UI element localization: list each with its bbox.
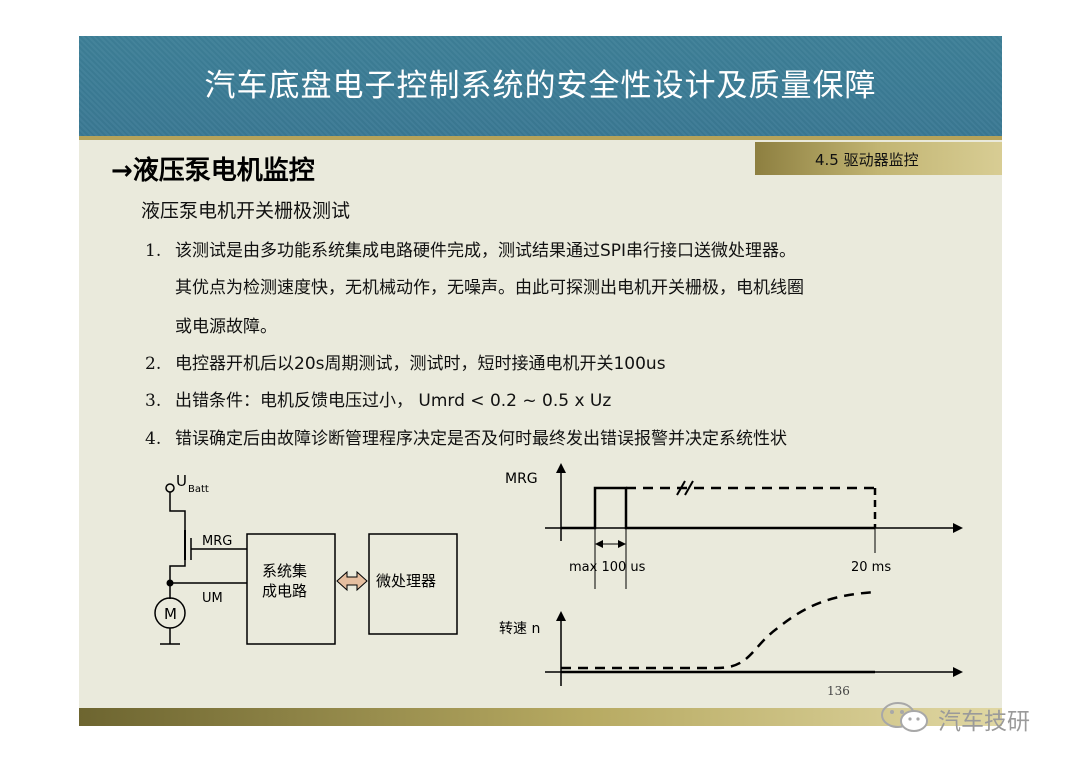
mrg-label: MRG <box>202 534 232 549</box>
list-number: 1. <box>145 241 162 261</box>
bidirectional-arrow <box>336 570 368 592</box>
um-label: UM <box>202 591 223 606</box>
motor-label: M <box>164 605 177 623</box>
timing-diagram: MRG max 100 us 20 ms 转速 n <box>499 463 963 686</box>
speed-y-arrow <box>556 611 566 621</box>
list-text: 该测试是由多功能系统集成电路硬件完成，测试结果通过SPI串行接口送微处理器。 <box>175 241 797 261</box>
mcu-label: 微处理器 <box>376 572 436 590</box>
ic-label-line-2: 成电路 <box>262 582 307 600</box>
supply-label: U <box>176 472 187 490</box>
circuit-diagram: U Batt MRG UM M 系统集 成电路 微处理器 <box>154 472 458 645</box>
list-number: 4. <box>145 429 162 449</box>
mrg-y-arrow <box>556 463 566 473</box>
title-underline <box>79 136 1002 140</box>
duration-arrow-head-left <box>595 540 603 548</box>
watermark-text: 汽车技研 <box>938 709 1030 735</box>
max-duration-label: max 100 us <box>569 560 646 575</box>
speed-axis-label: 转速 n <box>499 621 540 637</box>
list-item-4: 4. 错误确定后由故障诊断管理程序决定是否及何时最终发出错误报警并决定系统性状 <box>145 424 787 449</box>
list-number: 2. <box>145 354 162 374</box>
list-number: 3. <box>145 391 162 411</box>
supply-terminal <box>165 483 175 493</box>
mrg-axis-label: MRG <box>505 471 538 487</box>
slide-title: 汽车底盘电子控制系统的安全性设计及质量保障 <box>204 68 877 104</box>
list-text: 出错条件：电机反馈电压过小， Umrd < 0.2 ~ 0.5 x Uz <box>175 391 612 411</box>
mrg-x-arrow <box>953 523 963 533</box>
list-item-3: 3. 出错条件：电机反馈电压过小， Umrd < 0.2 ~ 0.5 x Uz <box>145 386 611 411</box>
slide: 汽车底盘电子控制系统的安全性设计及质量保障 4.5 驱动器监控 →液压泵电机监控… <box>79 36 1002 726</box>
ic-block <box>246 533 336 645</box>
mrg-pulse <box>561 486 875 530</box>
list-item-1-line-2: 其优点为检测速度快，无机械动作，无噪声。由此可探测出电机开关栅极，电机线圈 <box>175 278 804 298</box>
ic-label-line-1: 系统集 <box>262 562 307 580</box>
page-number: 136 <box>827 684 850 698</box>
break-mark-1 <box>676 480 686 496</box>
list-item-2: 2. 电控器开机后以20s周期测试，测试时，短时接通电机开关100us <box>145 349 666 374</box>
wire-supply-to-fet <box>169 492 186 542</box>
duration-arrow-head-right <box>618 540 626 548</box>
list-text: 错误确定后由故障诊断管理程序决定是否及何时最终发出错误报警并决定系统性状 <box>175 429 787 449</box>
list-item-1: 1. 该测试是由多功能系统集成电路硬件完成，测试结果通过SPI串行接口送微处理器。 <box>145 236 796 261</box>
section-heading: →液压泵电机监控 <box>111 156 315 186</box>
list-text: 电控器开机后以20s周期测试，测试时，短时接通电机开关100us <box>175 354 666 374</box>
supply-subscript: Batt <box>188 484 209 495</box>
speed-dashed-curve <box>561 590 876 670</box>
title-bar <box>79 36 1002 136</box>
wechat-logo-icon <box>881 702 928 732</box>
period-label: 20 ms <box>851 560 891 575</box>
speed-x-arrow <box>953 667 963 677</box>
section-tag-label: 4.5 驱动器监控 <box>815 151 919 169</box>
wire-fet-to-node <box>169 560 186 583</box>
footer-bar <box>79 708 1002 726</box>
break-mark-2 <box>684 480 694 496</box>
mcu-block <box>368 533 458 635</box>
section-tag: 4.5 驱动器监控 <box>755 142 1002 175</box>
list-item-1-line-3: 或电源故障。 <box>175 317 277 337</box>
sub-heading: 液压泵电机开关栅极测试 <box>141 200 351 222</box>
